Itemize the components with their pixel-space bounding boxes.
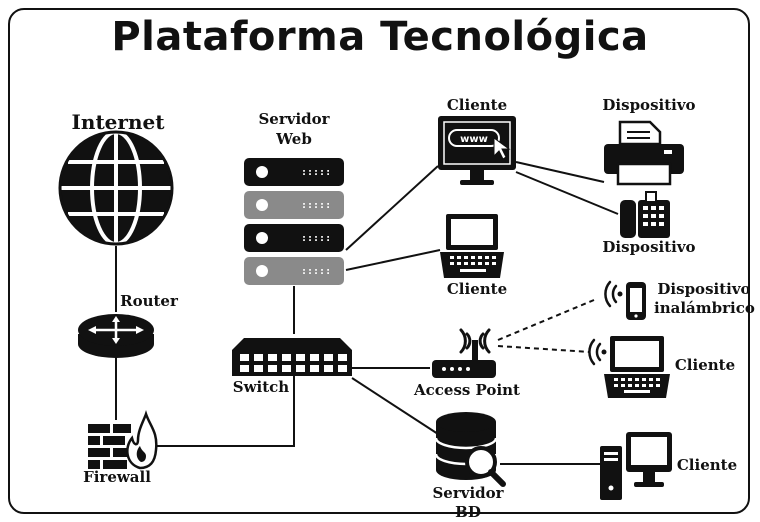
label-client-top: Cliente bbox=[446, 96, 508, 114]
svg-text::::::: ::::: bbox=[301, 233, 331, 244]
switch-icon bbox=[232, 338, 352, 376]
svg-text::::::: ::::: bbox=[301, 167, 331, 178]
desktop-computer-icon bbox=[600, 432, 672, 500]
label-web-server-2: Web bbox=[276, 130, 312, 148]
link-webserver-client-top bbox=[345, 165, 439, 251]
link-ap-wireless-device bbox=[497, 299, 595, 341]
connections bbox=[115, 161, 619, 465]
label-router: Router bbox=[120, 292, 178, 310]
label-wireless-device-2: inalámbrico bbox=[654, 299, 755, 317]
label-device-phone: Dispositivo bbox=[602, 238, 696, 256]
printer-icon bbox=[604, 120, 684, 186]
link-client-phone bbox=[515, 171, 619, 215]
firewall-icon bbox=[88, 410, 158, 470]
svg-text:www: www bbox=[460, 134, 488, 145]
label-firewall: Firewall bbox=[83, 468, 151, 486]
label-client-laptop: Cliente bbox=[446, 280, 508, 298]
phone-icon bbox=[620, 191, 670, 238]
label-switch: Switch bbox=[232, 378, 290, 396]
globe-icon bbox=[58, 130, 174, 246]
router-icon bbox=[78, 314, 154, 358]
link-firewall-switch bbox=[150, 376, 295, 447]
mobile-phone-icon bbox=[604, 280, 646, 320]
link-webserver-client-laptop bbox=[345, 249, 441, 271]
link-ap-wifi-laptop bbox=[497, 345, 591, 353]
label-internet: Internet bbox=[71, 110, 165, 134]
link-switch-db bbox=[351, 377, 439, 435]
link-client-printer bbox=[515, 161, 605, 183]
label-db-server-2: BD bbox=[455, 503, 481, 521]
label-access-point: Access Point bbox=[414, 381, 520, 399]
diagram-title: Plataforma Tecnológica bbox=[111, 14, 649, 60]
monitor-www-icon: www bbox=[438, 116, 516, 185]
wifi-laptop-icon bbox=[588, 336, 670, 398]
database-search-icon bbox=[434, 412, 506, 487]
label-db-server-1: Servidor bbox=[432, 484, 504, 502]
access-point-icon bbox=[432, 328, 496, 378]
label-client-wifi-laptop: Cliente bbox=[674, 356, 736, 374]
web-server-icon: ::::: ::::: ::::: ::::: bbox=[244, 158, 344, 285]
laptop-icon bbox=[440, 214, 504, 278]
label-wireless-device-1: Dispositivo bbox=[657, 280, 751, 298]
svg-text::::::: ::::: bbox=[301, 200, 331, 211]
label-client-desktop: Cliente bbox=[676, 456, 738, 474]
diagram-frame bbox=[8, 8, 750, 514]
svg-text::::::: ::::: bbox=[301, 266, 331, 277]
label-web-server-1: Servidor bbox=[258, 110, 330, 128]
label-device-printer: Dispositivo bbox=[602, 96, 696, 114]
